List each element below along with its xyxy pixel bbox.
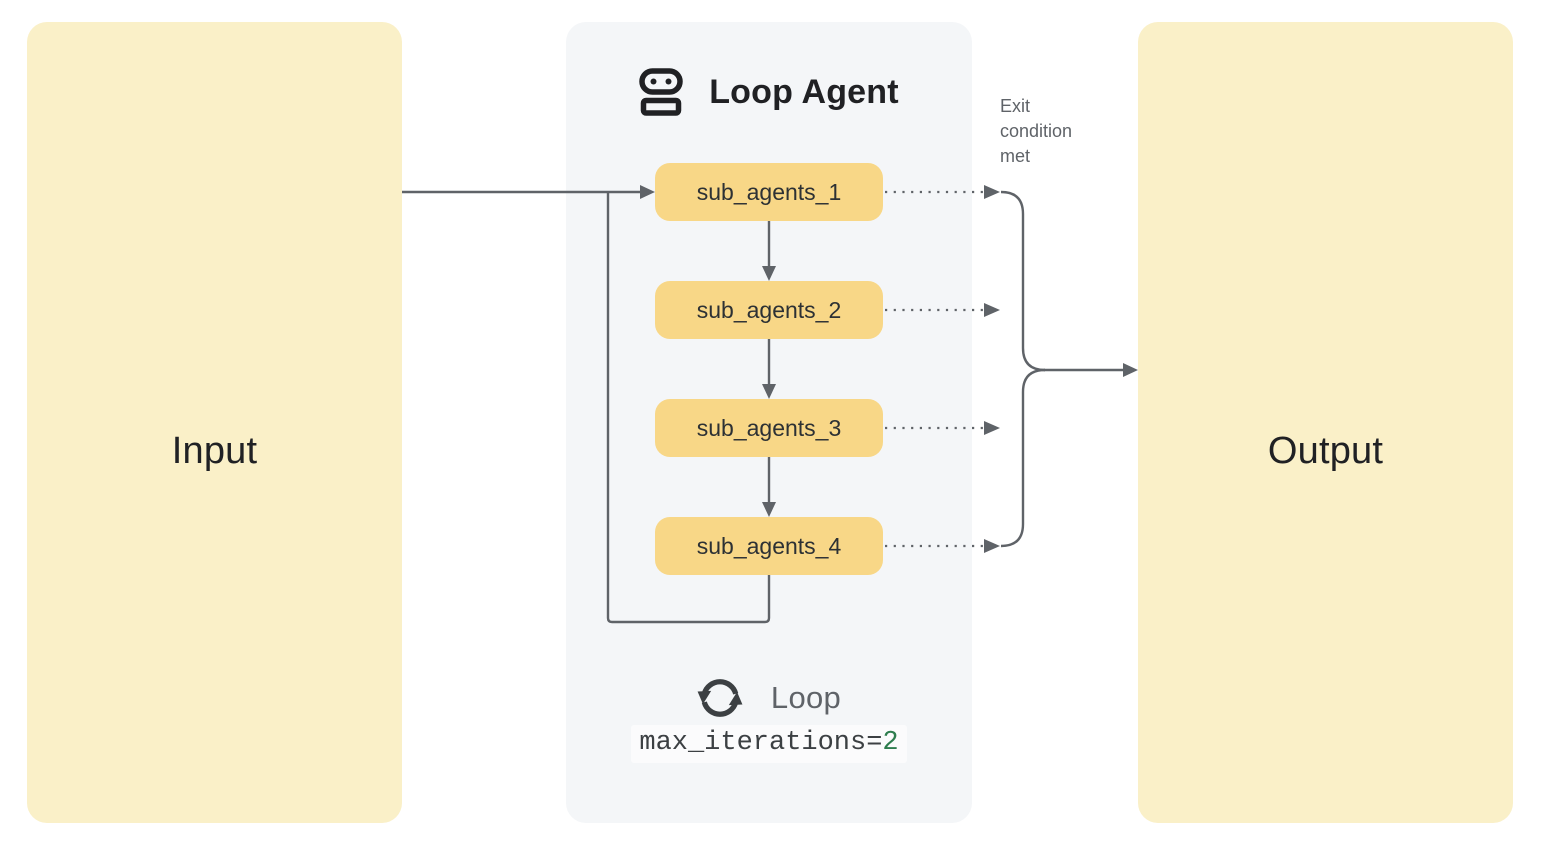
loop-refresh-icon bbox=[697, 675, 743, 721]
loop-row: Loop bbox=[566, 674, 972, 722]
agent-to-output-arrow bbox=[1044, 363, 1138, 377]
sub-agent-label: sub_agents_4 bbox=[696, 532, 842, 559]
merge-brace bbox=[1000, 190, 1046, 548]
sub-agent-box-1: sub_agents_1 bbox=[655, 163, 883, 221]
exit-condition-label: Exit condition met bbox=[1000, 96, 1073, 166]
sub-agent-label: sub_agents_3 bbox=[696, 414, 842, 441]
sub-agent-label: sub_agents_2 bbox=[696, 296, 842, 323]
output-label: Output bbox=[1267, 430, 1384, 472]
output-panel: Output bbox=[1138, 22, 1513, 823]
sub-agent-box-4: sub_agents_4 bbox=[655, 517, 883, 575]
code-text: max_iterations= bbox=[639, 728, 883, 758]
sub-agent-box-2: sub_agents_2 bbox=[655, 281, 883, 339]
max-iterations-code: max_iterations=2 bbox=[631, 725, 907, 763]
agent-title: Loop Agent bbox=[709, 72, 899, 111]
input-panel: Input bbox=[27, 22, 402, 823]
exit-arrowheads bbox=[984, 185, 1000, 553]
sub-agent-label: sub_agents_1 bbox=[696, 178, 842, 205]
robot-icon bbox=[639, 68, 683, 116]
loop-label: Loop bbox=[770, 680, 842, 715]
loop-agent-panel: Loop Agent sub_agents_1 sub_agents_2 sub… bbox=[566, 22, 972, 823]
input-label: Input bbox=[171, 430, 258, 472]
sub-agent-box-3: sub_agents_3 bbox=[655, 399, 883, 457]
loop-code-line: max_iterations=2 bbox=[566, 725, 972, 763]
code-value: 2 bbox=[882, 728, 899, 758]
loop-agent-header: Loop Agent bbox=[566, 64, 972, 120]
